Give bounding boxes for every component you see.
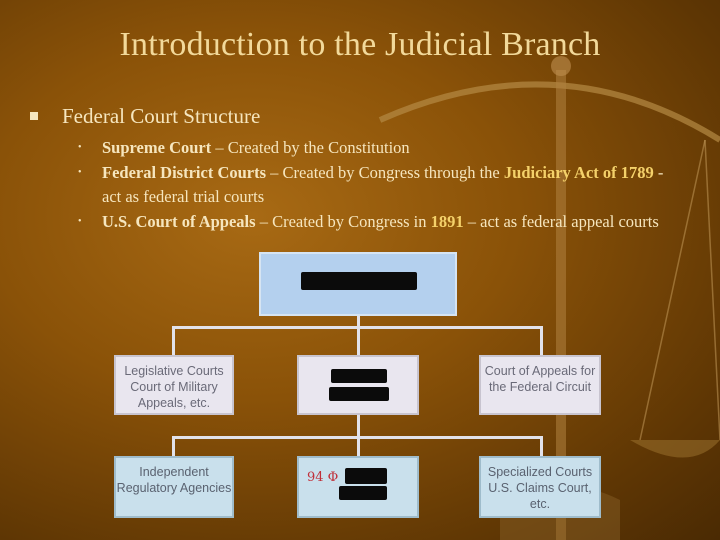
- connector-line: [540, 436, 543, 458]
- bullet-icon: •: [78, 215, 82, 227]
- box-label: Legislative Courts Court of Military App…: [124, 364, 224, 410]
- item-text: – Created by Congress in: [255, 211, 431, 231]
- box-label: Court of Appeals for the Federal Circuit: [484, 364, 596, 394]
- item-name: U.S. Court of Appeals: [102, 211, 256, 231]
- supreme-court-box: [259, 252, 457, 316]
- square-bullet-icon: [30, 112, 38, 121]
- item-text: – Created by the Constitution: [211, 138, 410, 157]
- item-highlight: Judiciary Act of 1789: [503, 162, 654, 182]
- regulatory-agencies-box: Independent Regulatory Agencies: [114, 456, 234, 518]
- main-bullet-text: Federal Court Structure: [62, 104, 261, 128]
- item-text: - act as federal trial courts: [102, 162, 664, 207]
- federal-circuit-box: Court of Appeals for the Federal Circuit: [479, 355, 601, 415]
- redaction-mark: [329, 387, 389, 401]
- sub-bullet-list: • Supreme Court – Created by the Constit…: [78, 136, 678, 234]
- connector-line: [540, 326, 543, 356]
- item-name: Federal District Courts: [102, 162, 267, 182]
- list-item: • Federal District Courts – Created by C…: [78, 161, 678, 210]
- specialized-courts-box: Specialized Courts U.S. Claims Court, et…: [479, 456, 601, 518]
- item-text: – Created by Congress through the: [266, 162, 504, 182]
- main-bullet: Federal Court Structure: [30, 104, 260, 129]
- box-label: Specialized Courts U.S. Claims Court, et…: [487, 465, 593, 511]
- legislative-courts-box: Legislative Courts Court of Military App…: [114, 355, 234, 415]
- connector-line: [172, 436, 542, 439]
- courts-of-appeals-box: [297, 355, 419, 415]
- bullet-icon: •: [78, 142, 82, 153]
- district-courts-box: 94 Φ: [297, 456, 419, 518]
- item-text: – act as federal appeal courts: [463, 211, 659, 231]
- connector-line: [357, 314, 360, 356]
- list-item: • Supreme Court – Created by the Constit…: [78, 136, 678, 161]
- redaction-mark: [331, 369, 387, 383]
- redaction-mark: [345, 468, 387, 484]
- redaction-mark: [301, 272, 417, 290]
- box-label: Independent Regulatory Agencies: [116, 465, 232, 495]
- handwritten-note: 94 Φ: [307, 470, 339, 485]
- connector-line: [172, 326, 542, 329]
- connector-line: [172, 326, 175, 356]
- item-name: Supreme Court: [102, 138, 212, 157]
- slide-title: Introduction to the Judicial Branch: [119, 26, 601, 63]
- redaction-mark: [339, 486, 387, 500]
- list-item: • U.S. Court of Appeals – Created by Con…: [78, 210, 678, 235]
- item-highlight: 1891: [430, 211, 464, 231]
- bullet-icon: •: [78, 166, 82, 178]
- connector-line: [172, 436, 175, 458]
